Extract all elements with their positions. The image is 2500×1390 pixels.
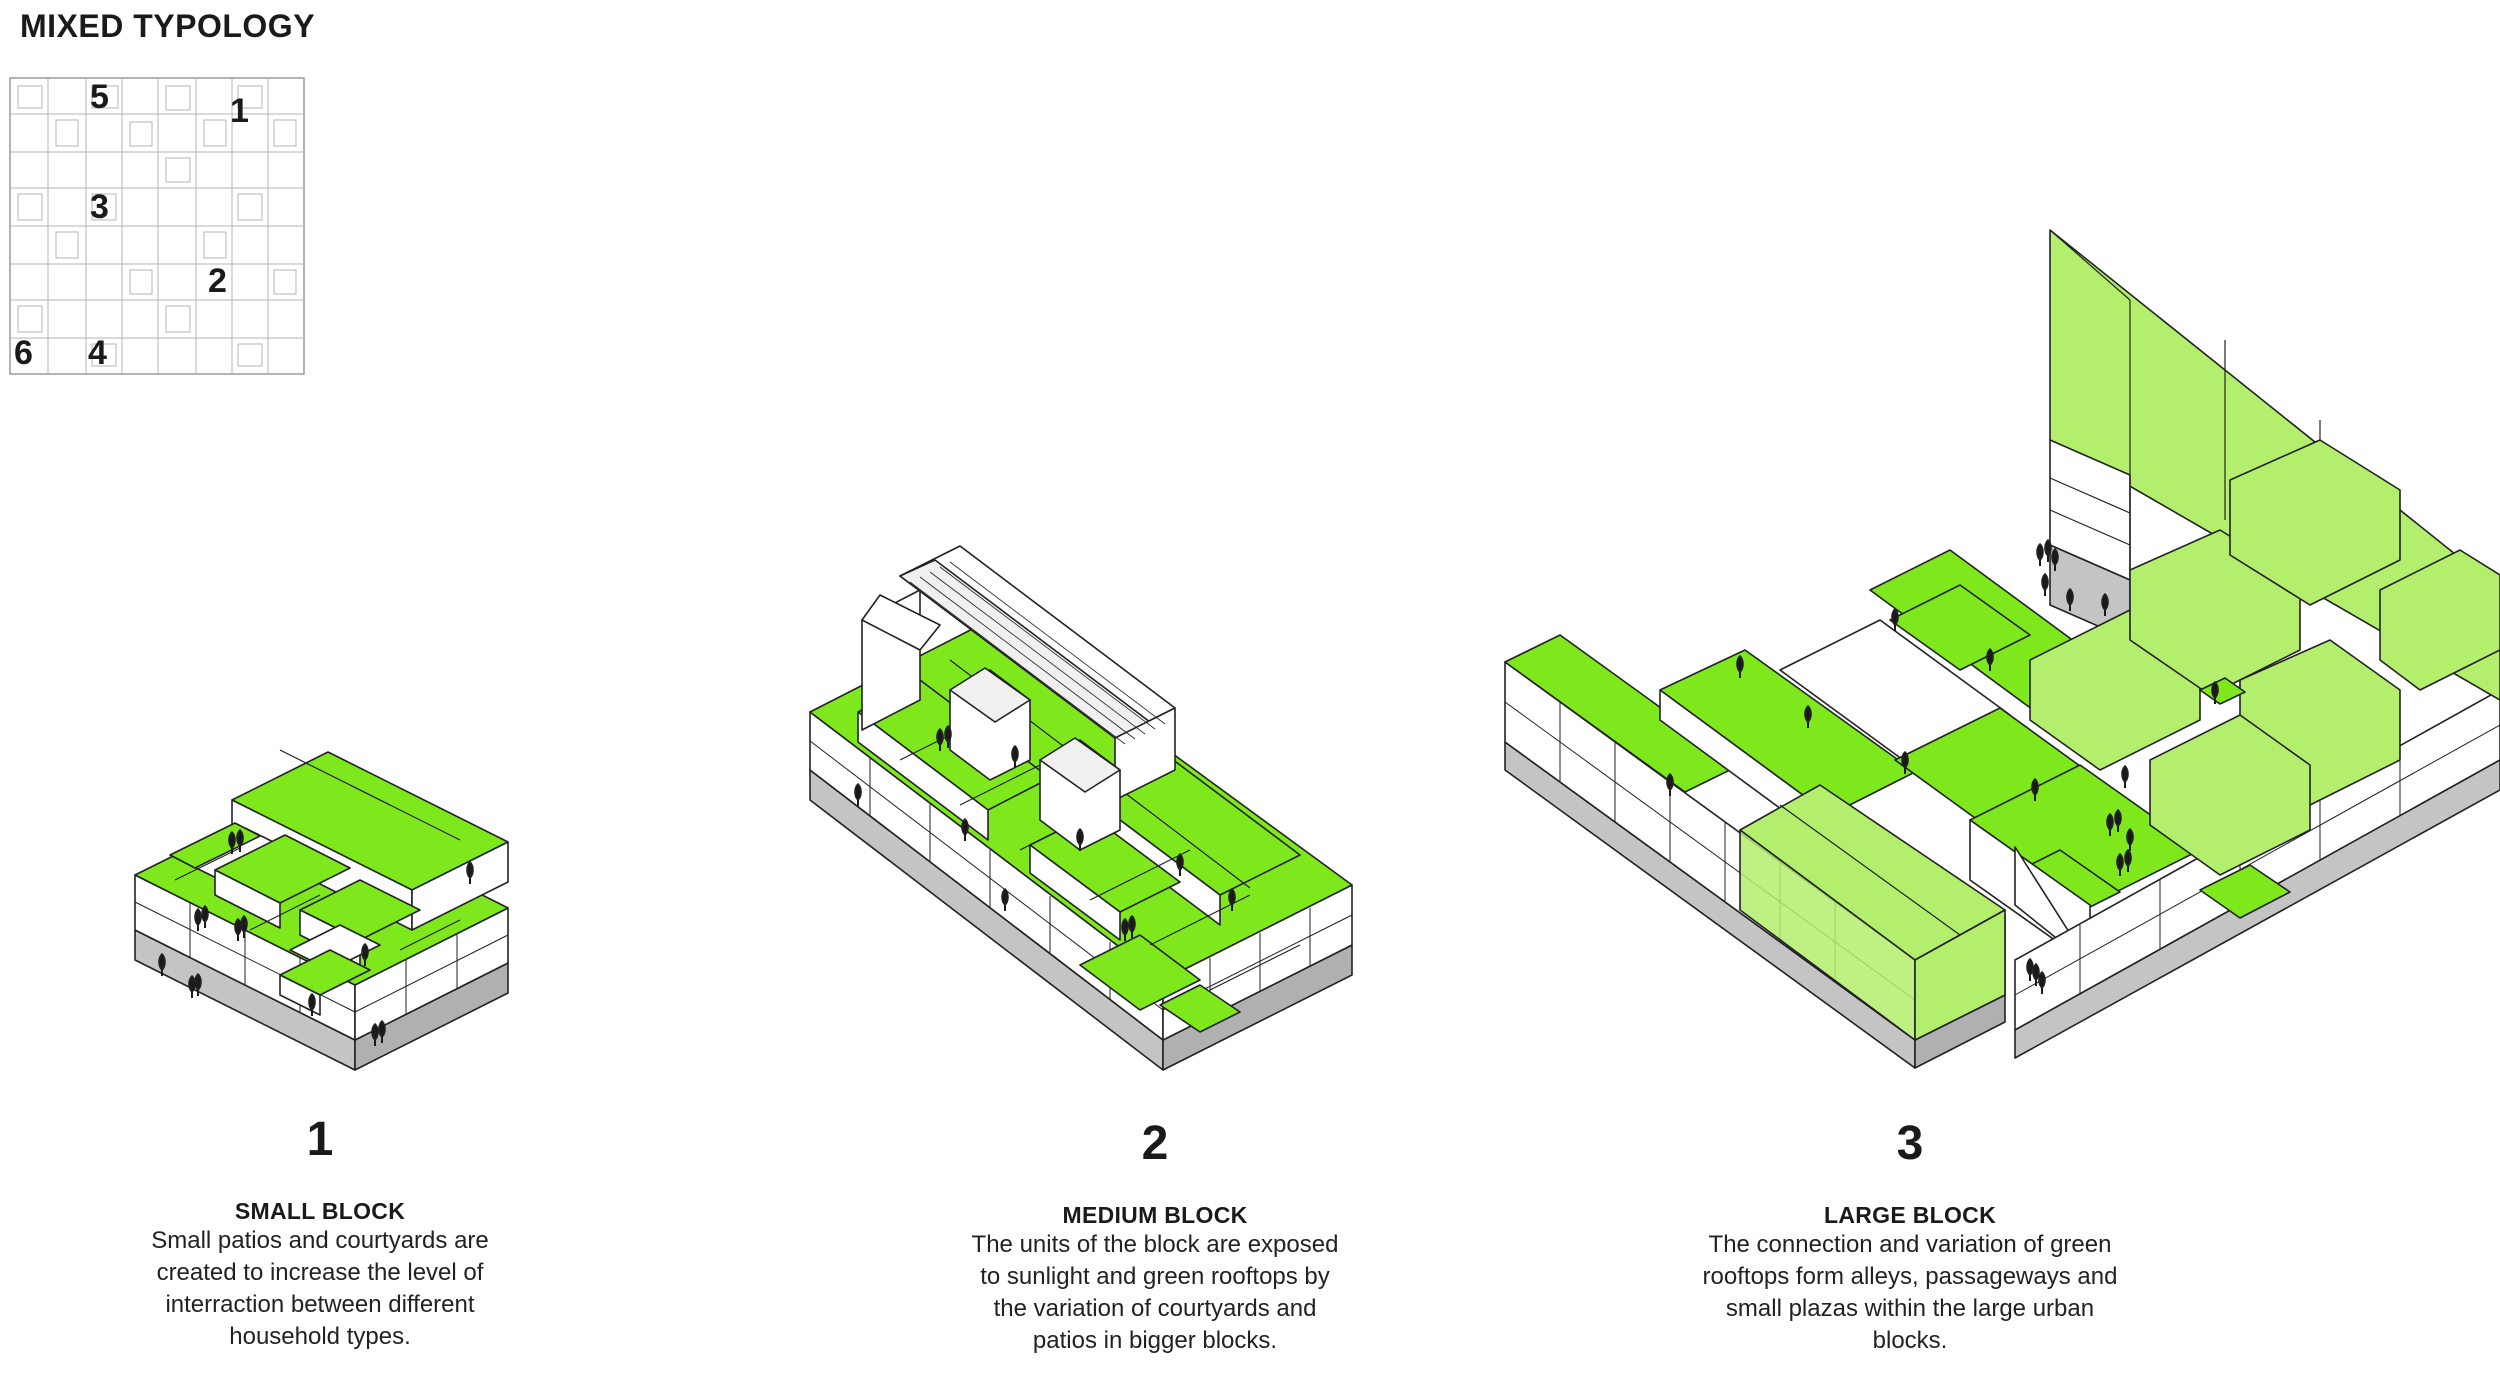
block-number: 2 [1141, 1117, 1169, 1170]
large-block-drawing [1504, 229, 2500, 1069]
key-map-label-2: 2 [208, 262, 227, 300]
page-title: MIXED TYPOLOGY [20, 8, 316, 44]
block-description: The connection and variation of green ro… [1702, 1231, 2118, 1354]
block-caption-small: 1 SMALL BLOCK Small patios and courtyard… [120, 1112, 520, 1353]
key-map-label-4: 4 [88, 334, 107, 372]
block-number: 3 [1896, 1117, 1924, 1170]
key-map-grid [9, 77, 305, 375]
block-title: SMALL BLOCK [234, 1198, 406, 1224]
block-description: The units of the block are exposed to su… [971, 1231, 1339, 1354]
key-map-label-3: 3 [90, 188, 109, 226]
key-map: 5 1 3 2 6 4 [8, 76, 306, 376]
block-caption-large: 3 LARGE BLOCK The connection and variati… [1695, 1116, 2125, 1357]
block-title: MEDIUM BLOCK [1062, 1202, 1248, 1228]
block-number: 1 [306, 1113, 334, 1166]
medium-block-drawing [809, 545, 1353, 1071]
key-map-label-1: 1 [230, 92, 249, 130]
block-title: LARGE BLOCK [1824, 1202, 1996, 1228]
small-block-drawing [134, 749, 509, 1071]
block-description: Small patios and courtyards are created … [151, 1227, 489, 1350]
block-caption-medium: 2 MEDIUM BLOCK The units of the block ar… [970, 1116, 1340, 1357]
key-map-label-5: 5 [90, 78, 109, 116]
axonometric-drawings [134, 229, 2500, 1071]
key-map-label-6: 6 [14, 334, 33, 372]
